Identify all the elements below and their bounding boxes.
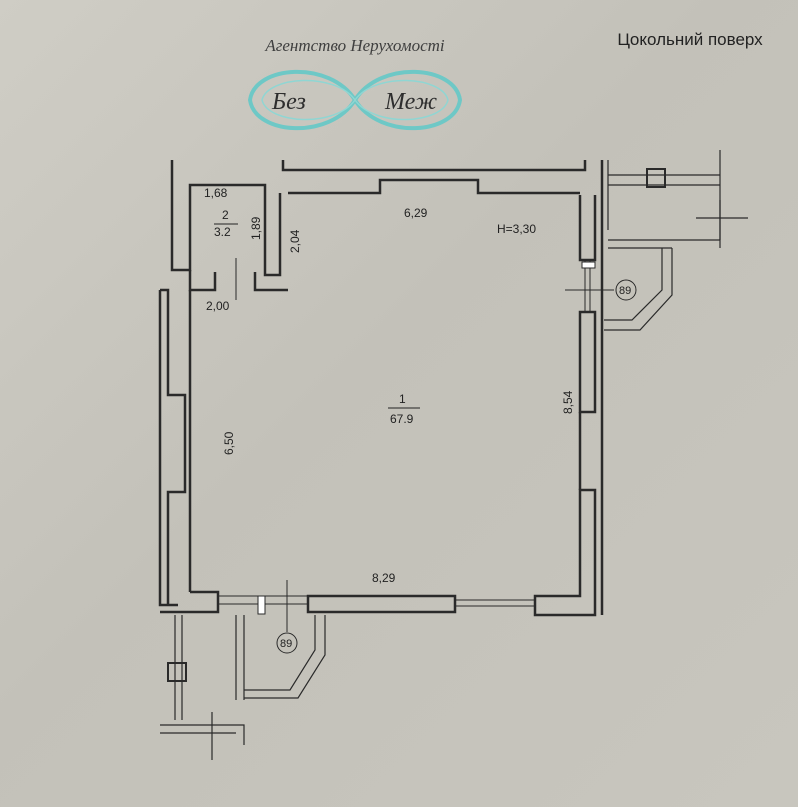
agency-title: Агентство Нерухомості [265, 36, 445, 55]
exterior-bottom [160, 615, 326, 760]
closet-right-dim: 1,89 [249, 216, 263, 240]
labels: 1,68 2 3.2 1,89 2,04 2,00 6,29 H=3,30 1 … [204, 186, 631, 650]
bottom-wall-dim: 8,29 [372, 571, 396, 585]
closet-door-wall [253, 272, 288, 292]
right-wall [578, 195, 597, 262]
window-bottom [218, 595, 535, 607]
floor-label: Цокольний поверх [617, 30, 763, 49]
logo-left-word: Без [271, 89, 306, 115]
left-wall-dim: 6,50 [222, 431, 236, 455]
marker-bottom-label: 89 [280, 638, 292, 650]
top-wall [281, 160, 587, 172]
windows [218, 260, 596, 615]
door-mark-right [581, 261, 596, 269]
left-wall-jog [160, 288, 187, 605]
inner-wall-dim: 2,04 [288, 229, 302, 253]
left-wall [158, 290, 178, 607]
marker-right-circle [615, 279, 637, 301]
room-1-area: 67.9 [390, 412, 414, 426]
top-wall-dim: 6,29 [404, 206, 428, 220]
bottom-right-corner [533, 488, 597, 617]
exterior-right [604, 150, 748, 331]
closet-bottom-dim: 2,00 [206, 299, 230, 313]
logo-right-word: Меж [384, 89, 437, 115]
room-2-area: 3.2 [214, 225, 231, 239]
right-wall-mid [578, 310, 597, 414]
closet-top-dim: 1,68 [204, 186, 228, 200]
closet-bottom-wall [188, 270, 217, 292]
right-wall-dim: 8,54 [561, 390, 575, 414]
logo: Без Меж [247, 69, 463, 131]
door-mark-bottom [257, 595, 266, 615]
ceiling-height: H=3,30 [497, 222, 536, 236]
marker-bottom-circle [276, 632, 298, 654]
room-2-number: 2 [222, 208, 229, 222]
window-right [584, 260, 591, 312]
top-wall-inner [288, 178, 580, 195]
bottom-wall-right [306, 594, 457, 614]
marker-right-label: 89 [619, 285, 631, 297]
bottom-wall [160, 590, 220, 614]
section-markers [235, 258, 637, 654]
room-1-number: 1 [399, 392, 406, 406]
closet-walls [170, 160, 282, 277]
infinity-logo-inner-icon [261, 79, 449, 121]
